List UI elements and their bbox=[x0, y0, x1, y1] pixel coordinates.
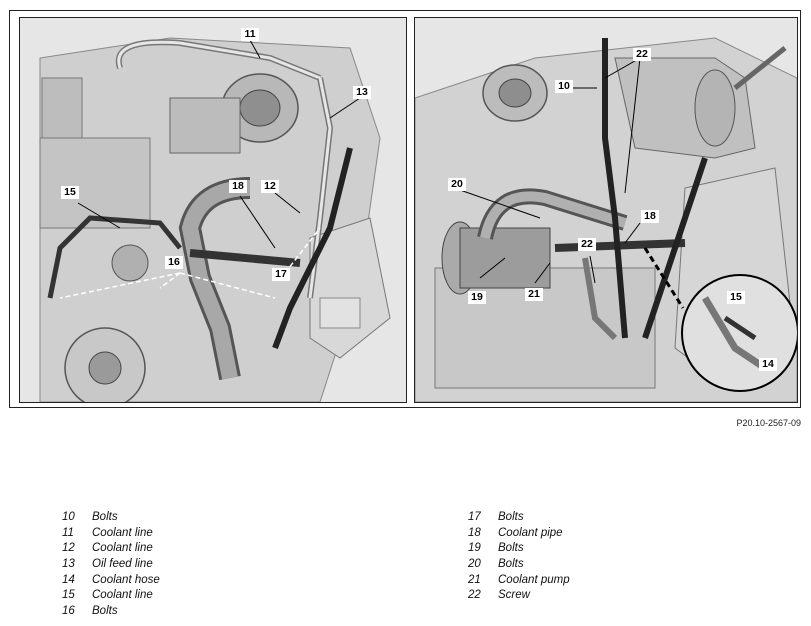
legend-number: 22 bbox=[468, 589, 481, 602]
legend-row: 16 Bolts bbox=[62, 604, 160, 620]
callout-11: 11 bbox=[241, 28, 259, 41]
legend-row: 15 Coolant line bbox=[62, 588, 160, 604]
legend-row: 22 Screw bbox=[468, 588, 570, 604]
legend-number: 15 bbox=[62, 589, 75, 602]
callout-12: 12 bbox=[261, 180, 279, 193]
legend-row: 21 Coolant pump bbox=[468, 573, 570, 589]
left-engine-panel: 11 13 12 18 15 16 17 bbox=[19, 17, 407, 403]
legend-number: 21 bbox=[468, 573, 481, 586]
legend-label: Bolts bbox=[92, 511, 118, 523]
callout-16: 16 bbox=[165, 256, 183, 269]
legend-row: 10 Bolts bbox=[62, 510, 160, 526]
callout-19: 19 bbox=[468, 291, 486, 304]
right-engine-illustration bbox=[415, 18, 797, 402]
figure-frame: 11 13 12 18 15 16 17 bbox=[9, 10, 801, 408]
legend-label: Screw bbox=[498, 589, 530, 602]
callout-21: 21 bbox=[525, 288, 543, 301]
legend-number: 13 bbox=[62, 558, 75, 571]
callout-22-top: 22 bbox=[633, 48, 651, 61]
legend-number: 19 bbox=[468, 542, 481, 555]
legend-row: 14 Coolant hose bbox=[62, 573, 160, 589]
legend-number: 16 bbox=[62, 605, 75, 618]
callout-20: 20 bbox=[448, 178, 466, 191]
legend-number: 18 bbox=[468, 526, 481, 539]
legend-label: Bolts bbox=[498, 542, 524, 555]
legend-row: 12 Coolant line bbox=[62, 541, 160, 557]
legend-number: 14 bbox=[62, 573, 75, 586]
callout-18: 18 bbox=[229, 180, 247, 193]
legend-number: 10 bbox=[62, 511, 75, 523]
legend-label: Bolts bbox=[498, 558, 524, 571]
legend-label: Oil feed line bbox=[92, 558, 153, 571]
callout-13: 13 bbox=[353, 86, 371, 99]
legend-number: 12 bbox=[62, 542, 75, 555]
callout-10: 10 bbox=[555, 80, 573, 93]
callout-15-right: 15 bbox=[727, 291, 745, 304]
callout-14: 14 bbox=[759, 358, 777, 371]
legend-row: 19 Bolts bbox=[468, 541, 570, 557]
callout-22-bottom: 22 bbox=[578, 238, 596, 251]
callout-17: 17 bbox=[272, 268, 290, 281]
legend-label: Coolant line bbox=[92, 542, 153, 555]
legend-number: 20 bbox=[468, 558, 481, 571]
legend-row: 17 Bolts bbox=[468, 510, 570, 526]
legend-row: 18 Coolant pipe bbox=[468, 526, 570, 542]
figure-code: P20.10-2567-09 bbox=[736, 418, 801, 428]
legend-number: 11 bbox=[62, 526, 74, 539]
callout-18-right: 18 bbox=[641, 210, 659, 223]
legend-label: Coolant line bbox=[92, 589, 153, 602]
legend-row: 20 Bolts bbox=[468, 557, 570, 573]
legend-label: Bolts bbox=[92, 605, 118, 618]
legend-row: 11 Coolant line bbox=[62, 526, 160, 542]
legend-row: 13 Oil feed line bbox=[62, 557, 160, 573]
legend-label: Coolant line bbox=[92, 526, 153, 539]
legend-label: Coolant hose bbox=[92, 573, 160, 586]
callout-15: 15 bbox=[61, 186, 79, 199]
right-engine-panel: 22 10 20 18 22 19 21 15 14 bbox=[414, 17, 798, 403]
legend-label: Bolts bbox=[498, 511, 524, 523]
left-engine-illustration bbox=[20, 18, 406, 402]
legend-label: Coolant pump bbox=[498, 573, 570, 586]
legend-number: 17 bbox=[468, 511, 481, 523]
legend-label: Coolant pipe bbox=[498, 526, 563, 539]
